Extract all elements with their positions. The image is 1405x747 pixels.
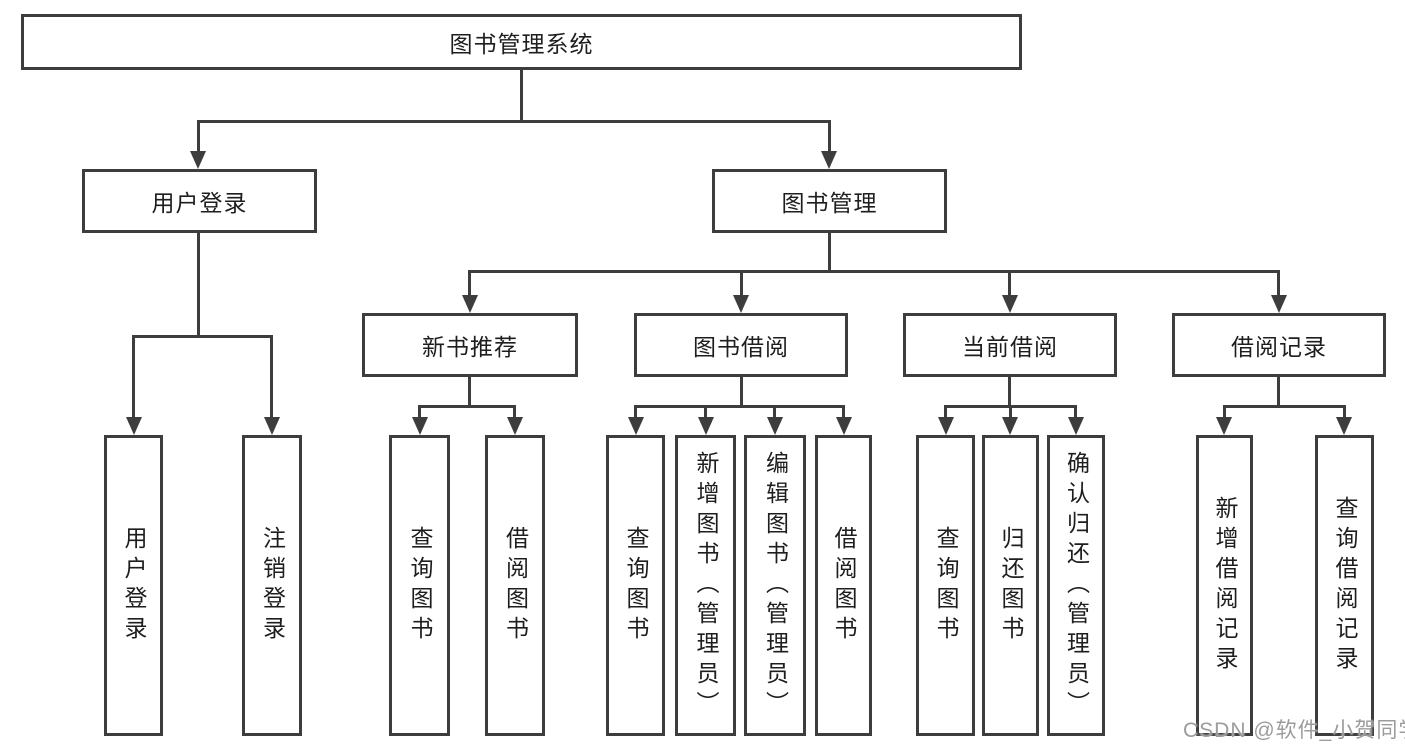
leaf-label: 新增图书（管理员）: [693, 450, 719, 721]
connector-stem: [468, 377, 471, 408]
connector-leaf-drop: [1074, 405, 1077, 419]
arrowhead-leaf: [1068, 417, 1084, 435]
leaf-label: 编辑图书（管理员）: [762, 450, 789, 721]
connector-l3-drop: [1277, 270, 1280, 298]
connector-level3-rail: [468, 270, 1280, 273]
connector-leaf-drop: [132, 335, 135, 419]
arrowhead-leaf: [1336, 417, 1352, 435]
connector-leaf-drop: [1343, 405, 1346, 419]
arrowhead-leaf: [1002, 417, 1018, 435]
node-label: 图书管理: [781, 190, 878, 216]
leaf-query-borrow-record: 查询借阅记录: [1315, 435, 1374, 736]
leaf-edit-books-admin: 编辑图书（管理员）: [744, 435, 806, 736]
arrowhead-user-login: [190, 151, 206, 169]
arrowhead-leaf: [938, 417, 954, 435]
leaf-user-login: 用户登录: [104, 435, 163, 736]
connector-l3-drop: [1008, 270, 1011, 298]
connector-l3-drop: [468, 270, 471, 298]
node-library-management-system: 图书管理系统: [21, 14, 1022, 70]
connector-leaf-drop: [418, 405, 421, 419]
connector-user-login-stem: [197, 233, 200, 337]
node-label: 图书借阅: [693, 334, 789, 360]
connector-rail: [418, 405, 516, 408]
node-label: 新书推荐: [422, 334, 518, 360]
leaf-add-borrow-record: 新增借阅记录: [1196, 435, 1253, 736]
connector-stem: [740, 377, 743, 408]
node-label: 当前借阅: [962, 334, 1058, 360]
csdn-watermark: CSDN @软件_小贺同学: [1183, 719, 1405, 742]
connector-user-login-drop: [197, 120, 200, 154]
connector-stem: [1008, 377, 1011, 408]
connector-user-login-rail: [132, 335, 273, 338]
arrowhead-borrowing-records: [1271, 295, 1287, 313]
leaf-label: 归还图书: [998, 525, 1024, 646]
connector-book-mgmt-drop: [828, 120, 831, 154]
connector-stem: [1277, 377, 1280, 408]
connector-rail: [634, 405, 845, 408]
connector-leaf-drop: [842, 405, 845, 419]
leaf-label: 注销登录: [259, 525, 286, 646]
node-book-management: 图书管理: [712, 169, 947, 233]
connector-leaf-drop: [634, 405, 637, 419]
leaf-borrow-books: 借阅图书: [815, 435, 872, 736]
leaf-label: 查询图书: [623, 525, 649, 646]
arrowhead-book-borrowing: [733, 295, 749, 313]
leaf-label: 查询图书: [933, 525, 959, 646]
connector-book-mgmt-stem: [828, 233, 831, 273]
arrowhead-leaf: [836, 417, 852, 435]
node-book-borrowing: 图书借阅: [634, 313, 848, 377]
connector-level2-rail: [197, 120, 831, 123]
leaf-label: 借阅图书: [831, 525, 857, 646]
leaf-label: 查询图书: [407, 525, 433, 646]
arrowhead-leaf: [767, 417, 783, 435]
leaf-add-books-admin: 新增图书（管理员）: [675, 435, 736, 736]
connector-leaf-drop: [1009, 405, 1012, 419]
connector-leaf-drop: [270, 335, 273, 419]
leaf-query-books-borrowing: 查询图书: [606, 435, 665, 736]
arrowhead-leaf: [126, 417, 142, 435]
arrowhead-leaf: [507, 417, 523, 435]
connector-rail: [1223, 405, 1346, 408]
arrowhead-current-borrowing: [1002, 295, 1018, 313]
node-user-login: 用户登录: [82, 169, 317, 233]
leaf-borrow-books-recommend: 借阅图书: [485, 435, 545, 736]
node-label: 用户登录: [151, 190, 248, 216]
arrowhead-leaf: [264, 417, 280, 435]
leaf-confirm-return-admin: 确认归还（管理员）: [1047, 435, 1105, 736]
connector-leaf-drop: [773, 405, 776, 419]
leaf-query-books-current: 查询图书: [916, 435, 975, 736]
leaf-logout: 注销登录: [242, 435, 302, 736]
leaf-query-books-recommend: 查询图书: [389, 435, 450, 736]
leaf-label: 确认归还（管理员）: [1063, 450, 1090, 721]
connector-root-stem: [520, 70, 523, 123]
connector-l3-drop: [740, 270, 743, 298]
leaf-label: 借阅图书: [502, 525, 529, 646]
leaf-label: 新增借阅记录: [1212, 495, 1238, 676]
node-current-borrowing: 当前借阅: [903, 313, 1117, 377]
node-label: 图书管理系统: [449, 31, 594, 57]
leaf-label: 用户登录: [121, 525, 147, 646]
arrowhead-leaf: [628, 417, 644, 435]
leaf-return-books: 归还图书: [982, 435, 1039, 736]
node-borrowing-records: 借阅记录: [1172, 313, 1386, 377]
arrowhead-book-mgmt: [821, 151, 837, 169]
node-label: 借阅记录: [1231, 334, 1327, 360]
arrowhead-leaf: [1216, 417, 1232, 435]
leaf-label: 查询借阅记录: [1332, 495, 1358, 676]
node-new-book-recommendation: 新书推荐: [362, 313, 578, 377]
arrowhead-leaf: [698, 417, 714, 435]
connector-leaf-drop: [1223, 405, 1226, 419]
connector-leaf-drop: [944, 405, 947, 419]
connector-leaf-drop: [513, 405, 516, 419]
arrowhead-leaf: [412, 417, 428, 435]
arrowhead-new-book-rec: [462, 295, 478, 313]
connector-leaf-drop: [704, 405, 707, 419]
